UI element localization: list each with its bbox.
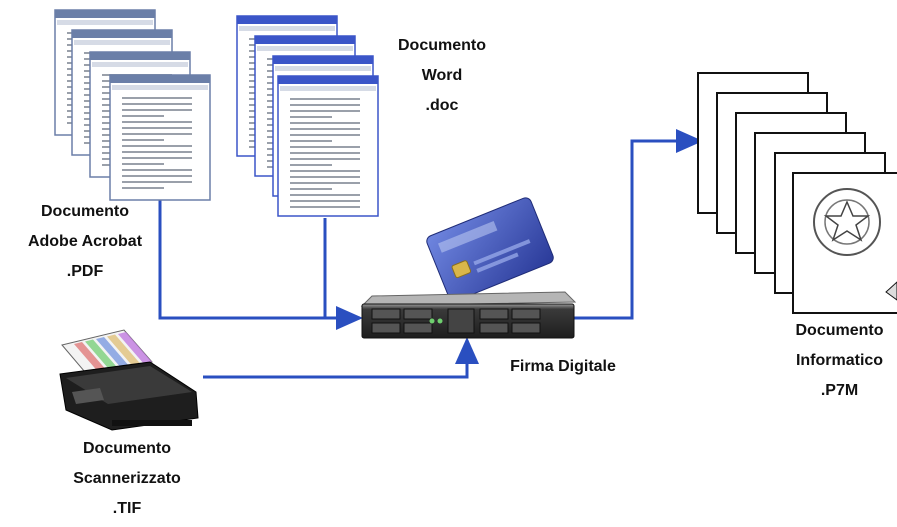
- output-label-line-2: Informatico: [795, 352, 884, 369]
- server-icon: [360, 291, 577, 339]
- pdf-label-line-2: Adobe Acrobat: [27, 233, 143, 250]
- word-label-line-2: Word: [421, 67, 463, 84]
- scan-label-line-2: Scannerizzato: [73, 470, 181, 487]
- output-label-line-1: Documento: [795, 322, 884, 339]
- p7m-document-sheet: [792, 172, 897, 314]
- document-window: [109, 74, 211, 201]
- pdf-label-line-1: Documento: [41, 203, 129, 220]
- arrow-scan-to-server: [203, 337, 479, 379]
- server-label: Firma Digitale: [510, 358, 616, 375]
- scanner-icon: [59, 329, 199, 431]
- scan-label-line-3: .TIF: [112, 500, 142, 517]
- smartcard-icon: [426, 197, 554, 302]
- output-label: Documento Informatico .P7M: [782, 316, 897, 406]
- word-label-line-1: Documento: [398, 37, 486, 54]
- pdf-document-stack-icon: [54, 9, 211, 201]
- arrow-server-to-output: [572, 129, 703, 320]
- document-window: [277, 75, 379, 217]
- p7m-document-stack-icon: [697, 72, 897, 314]
- pdf-label-line-3: .PDF: [66, 263, 104, 280]
- emblem-icon: [813, 188, 881, 256]
- pdf-label: Documento Adobe Acrobat .PDF: [20, 197, 150, 287]
- word-document-stack-icon: [236, 15, 379, 217]
- output-label-line-3: .P7M: [820, 382, 859, 399]
- arrow-pdf-to-server: [158, 200, 363, 330]
- scan-label-line-1: Documento: [83, 440, 171, 457]
- word-label-line-3: .doc: [425, 97, 459, 114]
- scan-label: Documento Scannerizzato .TIF: [52, 434, 202, 524]
- flow-arrows: [158, 129, 703, 379]
- word-label: Documento Word .doc: [378, 31, 506, 121]
